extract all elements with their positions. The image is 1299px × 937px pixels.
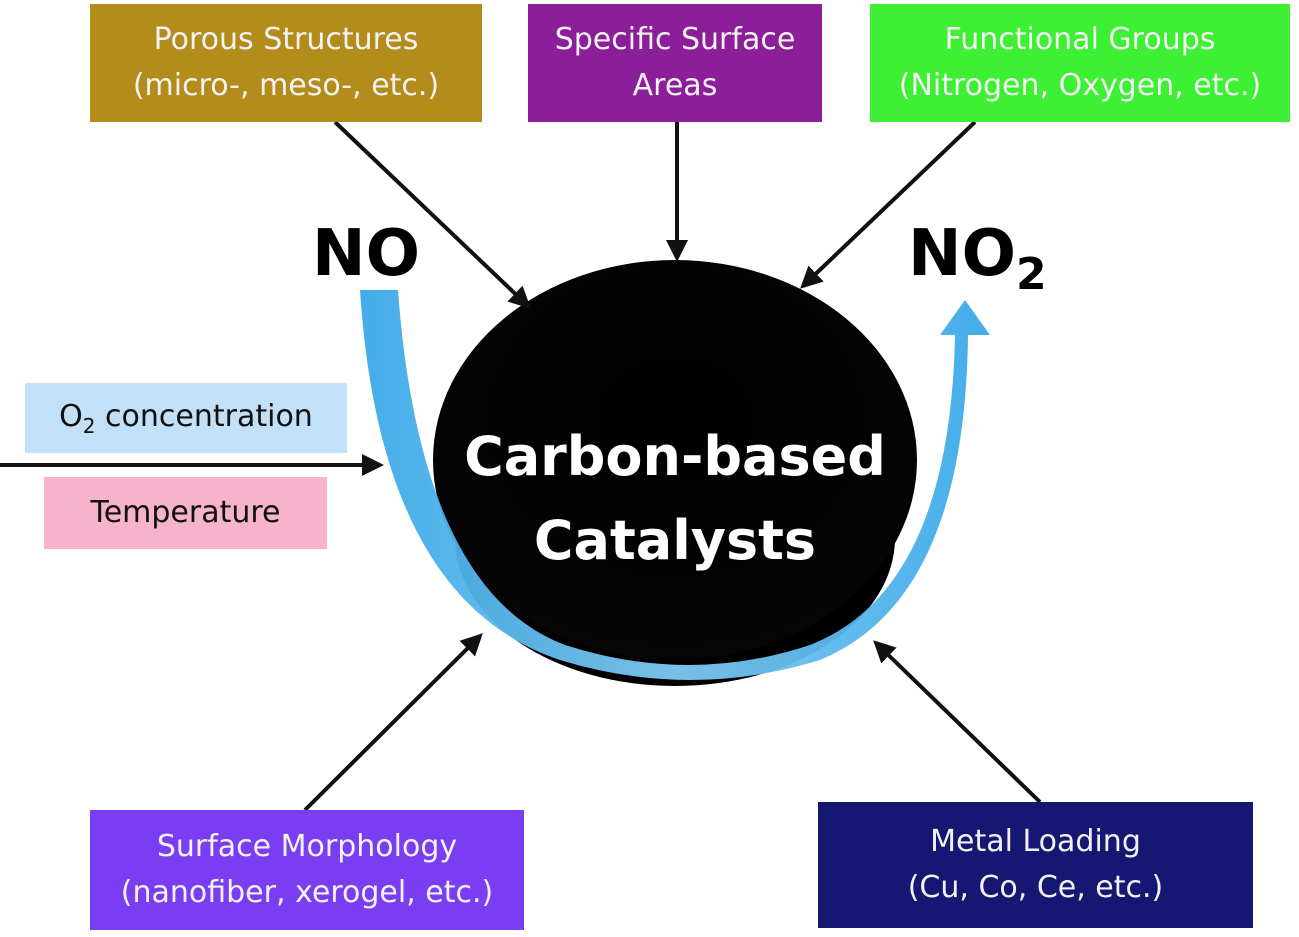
surface-area-line1: Specific Surface <box>554 21 796 57</box>
o2-subscript: 2 <box>82 414 96 438</box>
temperature-label: Temperature <box>90 494 281 530</box>
product-no2-label: NO2 <box>908 222 1047 297</box>
arrow-metal <box>873 640 1042 804</box>
morphology-line1: Surface Morphology <box>156 828 458 864</box>
box-specific-surface-areas: Specific Surface Areas <box>528 4 822 122</box>
catalyst-line2: Catalysts <box>533 508 817 572</box>
arrow-morphology <box>303 633 483 812</box>
reactant-text: NO <box>312 217 420 291</box>
o2-prefix: O <box>59 399 83 434</box>
metal-line2: (Cu, Co, Ce, etc.) <box>907 870 1164 905</box>
morphology-line2: (nanofiber, xerogel, etc.) <box>120 875 494 910</box>
box-metal-loading: Metal Loading (Cu, Co, Ce, etc.) <box>818 802 1253 928</box>
porous-line1: Porous Structures <box>153 21 419 57</box>
box-temperature: Temperature <box>44 477 327 549</box>
reactant-no-label: NO <box>312 222 420 286</box>
arrow-functional <box>800 120 977 289</box>
box-o2-concentration: O2 concentration <box>25 383 347 453</box>
catalyst-disc <box>433 260 917 660</box>
catalyst-label: Carbon-based Catalysts <box>440 415 910 582</box>
box-porous-structures: Porous Structures (micro-, meso-, etc.) <box>90 4 482 122</box>
arrow-porous <box>333 120 531 309</box>
catalyst-line1: Carbon-based <box>464 425 886 488</box>
metal-line1: Metal Loading <box>930 823 1141 859</box>
surface-area-line2: Areas <box>632 68 718 103</box>
porous-line2: (micro-, meso-, etc.) <box>132 68 440 103</box>
functional-line2: (Nitrogen, Oxygen, etc.) <box>898 68 1262 103</box>
box-functional-groups: Functional Groups (Nitrogen, Oxygen, etc… <box>870 4 1290 122</box>
product-subscript: 2 <box>1015 249 1047 300</box>
box-surface-morphology: Surface Morphology (nanofiber, xerogel, … <box>90 810 524 930</box>
functional-line1: Functional Groups <box>944 21 1216 57</box>
product-base: NO <box>908 217 1016 291</box>
o2-label: O2 concentration <box>59 394 313 442</box>
o2-suffix: concentration <box>95 399 313 434</box>
